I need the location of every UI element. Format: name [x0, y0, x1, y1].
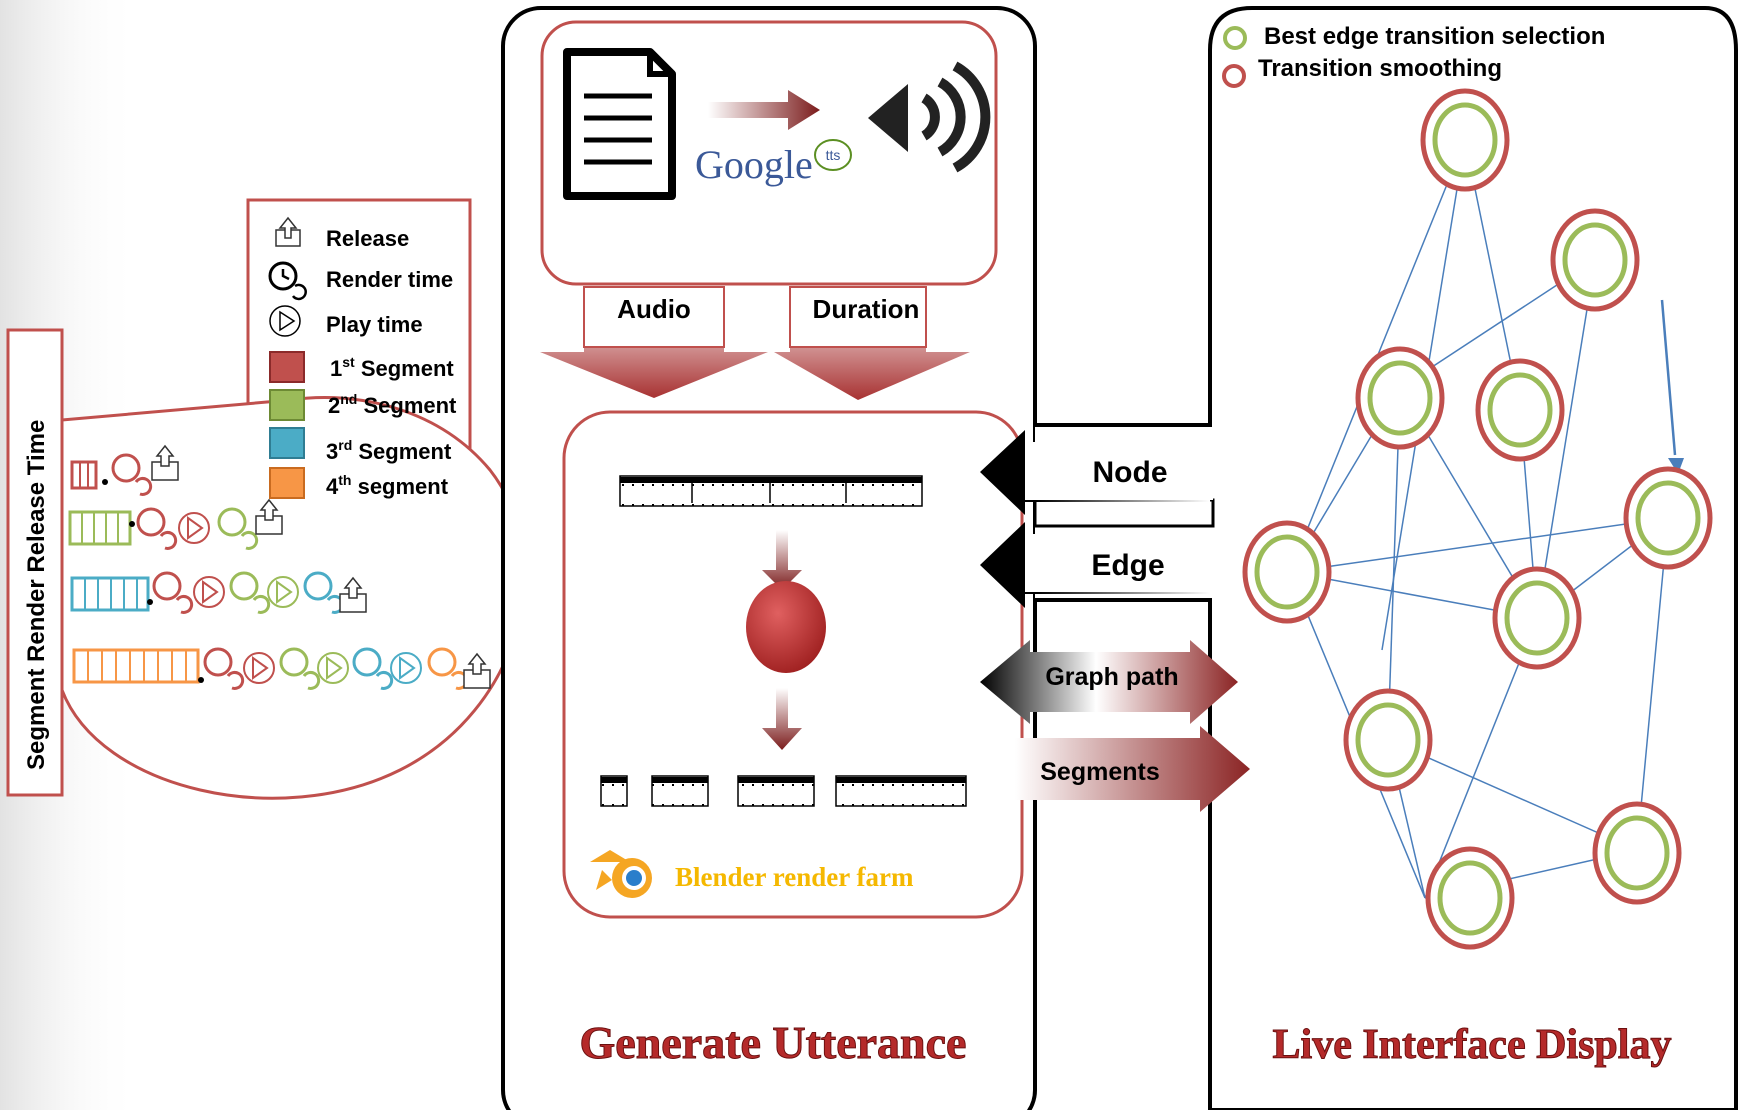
graph-node	[1550, 208, 1640, 312]
timeline-row-4	[72, 647, 491, 690]
legend-render-time: Render time	[326, 267, 453, 292]
graph-path-label: Graph path	[1045, 663, 1178, 691]
arrow-to-renderer	[762, 530, 802, 590]
graph-node	[1242, 520, 1332, 624]
graph-node	[1623, 466, 1713, 570]
timeline-row-1	[70, 444, 179, 496]
arrow-from-renderer	[762, 688, 802, 750]
renderer-ball	[746, 581, 826, 673]
graph-node	[1420, 88, 1510, 192]
node-label: Node	[1093, 456, 1168, 489]
graph-nodes	[1242, 88, 1713, 950]
highlight-edge-arrowhead	[1668, 458, 1684, 474]
output-seg2	[651, 775, 709, 807]
speaker-icon	[868, 61, 991, 173]
output-seg1	[600, 775, 628, 807]
legend-play-time: Play time	[326, 312, 423, 337]
connector-gap	[1033, 498, 1215, 528]
audio-label: Audio	[617, 294, 691, 324]
graph-node	[1592, 801, 1682, 905]
legend-red-ring-icon	[1222, 64, 1246, 88]
legend-smoothing: Transition smoothing	[1258, 55, 1502, 82]
svg-text:tts: tts	[826, 147, 841, 163]
duration-box	[789, 286, 927, 348]
seg2-swatch	[269, 389, 305, 421]
seg3-swatch	[269, 427, 305, 459]
graph-path-arrow	[980, 640, 1238, 724]
edge-label: Edge	[1091, 549, 1164, 582]
tts-badge-icon: tts	[814, 139, 852, 171]
film-strip-dividers	[691, 479, 847, 503]
edge-arrow-body	[1025, 534, 1213, 592]
graph-node	[1355, 346, 1445, 450]
play-time-icon	[269, 305, 301, 337]
legend-seg1: 1st Segment	[330, 354, 454, 381]
vertical-label-box	[6, 328, 64, 797]
graph-node	[1492, 566, 1582, 670]
release-icon	[275, 216, 301, 247]
graph-node	[1475, 358, 1565, 462]
graph-node	[1425, 846, 1515, 950]
highlight-edge	[1660, 299, 1677, 456]
generate-utterance-title: Generate Utterance	[580, 1017, 967, 1068]
blender-label: Blender render farm	[675, 862, 914, 892]
audio-box	[583, 286, 725, 348]
timeline-row-2	[68, 498, 283, 550]
document-icon	[563, 48, 676, 200]
seg1-swatch	[269, 351, 305, 383]
tts-arrow	[708, 90, 820, 130]
segments-arrow	[1015, 726, 1250, 812]
render-time-icon	[268, 261, 307, 301]
graph-node	[1343, 688, 1433, 792]
segments-label: Segments	[1040, 758, 1159, 786]
duration-label: Duration	[813, 294, 920, 324]
legend-green-ring-icon	[1223, 26, 1247, 50]
legend-seg3: 3rd Segment	[326, 437, 452, 464]
output-seg4	[835, 775, 967, 807]
timeline-row-3	[70, 571, 367, 614]
vertical-label: Segment Render Release Time	[23, 420, 50, 770]
legend-seg4: 4th segment	[326, 472, 449, 499]
legend-release: Release	[326, 226, 409, 251]
seg4-swatch	[269, 467, 305, 499]
timeline-ellipse	[6, 343, 526, 800]
node-arrow-body	[1025, 442, 1213, 500]
google-logo: Google	[695, 142, 813, 187]
output-seg3	[737, 775, 815, 807]
legend-best-edge: Best edge transition selection	[1264, 23, 1605, 50]
legend-seg2: 2nd Segment	[328, 391, 457, 418]
blender-icon	[590, 850, 652, 898]
live-interface-title: Live Interface Display	[1273, 1022, 1672, 1068]
film-strip-full	[619, 475, 923, 507]
